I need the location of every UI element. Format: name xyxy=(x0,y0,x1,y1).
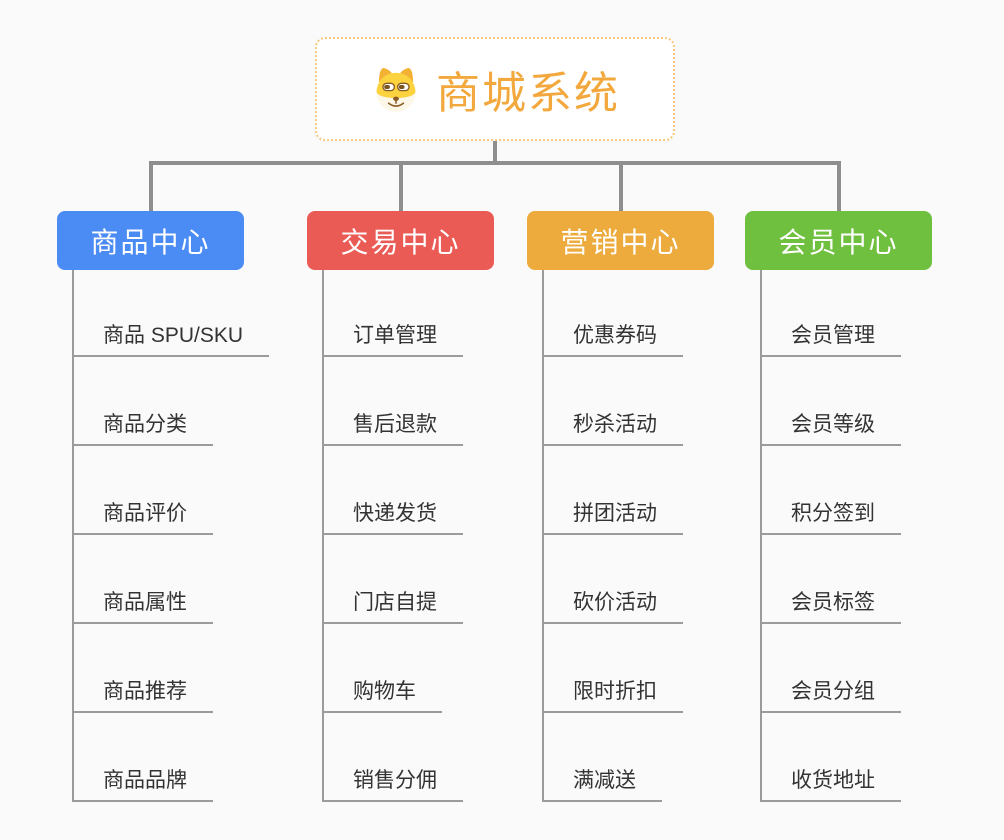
child-item[interactable]: 快递发货 xyxy=(322,501,463,535)
branch-node-4[interactable]: 会员中心 xyxy=(745,211,932,270)
child-spine-connector xyxy=(760,270,762,802)
child-item[interactable]: 商品 SPU/SKU xyxy=(72,323,270,357)
child-item[interactable]: 会员标签 xyxy=(760,590,901,624)
branch-drop-connector xyxy=(618,161,623,211)
child-item[interactable]: 秒杀活动 xyxy=(542,412,683,446)
child-item[interactable]: 满减送 xyxy=(542,768,662,802)
child-item[interactable]: 会员分组 xyxy=(760,679,901,713)
child-item[interactable]: 销售分佣 xyxy=(322,768,463,802)
branch-label: 商品中心 xyxy=(90,226,211,258)
child-item[interactable]: 商品评价 xyxy=(72,501,213,535)
child-item[interactable]: 优惠券码 xyxy=(542,323,683,357)
branch-rail-connector xyxy=(148,161,841,165)
branch-label: 营销中心 xyxy=(560,226,681,258)
branch-drop-connector xyxy=(398,161,403,211)
child-item[interactable]: 购物车 xyxy=(322,679,442,713)
child-item[interactable]: 砍价活动 xyxy=(542,590,683,624)
child-item[interactable]: 订单管理 xyxy=(322,323,463,357)
branch-node-1[interactable]: 商品中心 xyxy=(57,211,244,270)
branch-drop-connector xyxy=(148,161,153,211)
child-item[interactable]: 门店自提 xyxy=(322,590,463,624)
child-item[interactable]: 商品推荐 xyxy=(72,679,213,713)
child-spine-connector xyxy=(322,270,324,802)
child-spine-connector xyxy=(72,270,74,802)
child-item[interactable]: 会员管理 xyxy=(760,323,901,357)
child-spine-connector xyxy=(542,270,544,802)
child-item[interactable]: 拼团活动 xyxy=(542,501,683,535)
root-title: 商城系统 xyxy=(436,69,620,118)
root-stem-connector xyxy=(493,141,497,165)
child-item[interactable]: 会员等级 xyxy=(760,412,901,446)
dog-face-icon xyxy=(376,67,416,112)
branch-node-3[interactable]: 营销中心 xyxy=(527,211,714,270)
branch-node-2[interactable]: 交易中心 xyxy=(307,211,494,270)
child-item[interactable]: 商品属性 xyxy=(72,590,213,624)
branch-label: 会员中心 xyxy=(778,226,899,258)
child-item[interactable]: 商品品牌 xyxy=(72,768,213,802)
branch-label: 交易中心 xyxy=(340,226,461,258)
branch-drop-connector xyxy=(836,161,841,211)
child-item[interactable]: 售后退款 xyxy=(322,412,463,446)
child-item[interactable]: 收货地址 xyxy=(760,768,901,802)
child-item[interactable]: 限时折扣 xyxy=(542,679,683,713)
child-item[interactable]: 商品分类 xyxy=(72,412,213,446)
root-node[interactable]: 商城系统 xyxy=(315,37,675,141)
child-item[interactable]: 积分签到 xyxy=(760,501,901,535)
